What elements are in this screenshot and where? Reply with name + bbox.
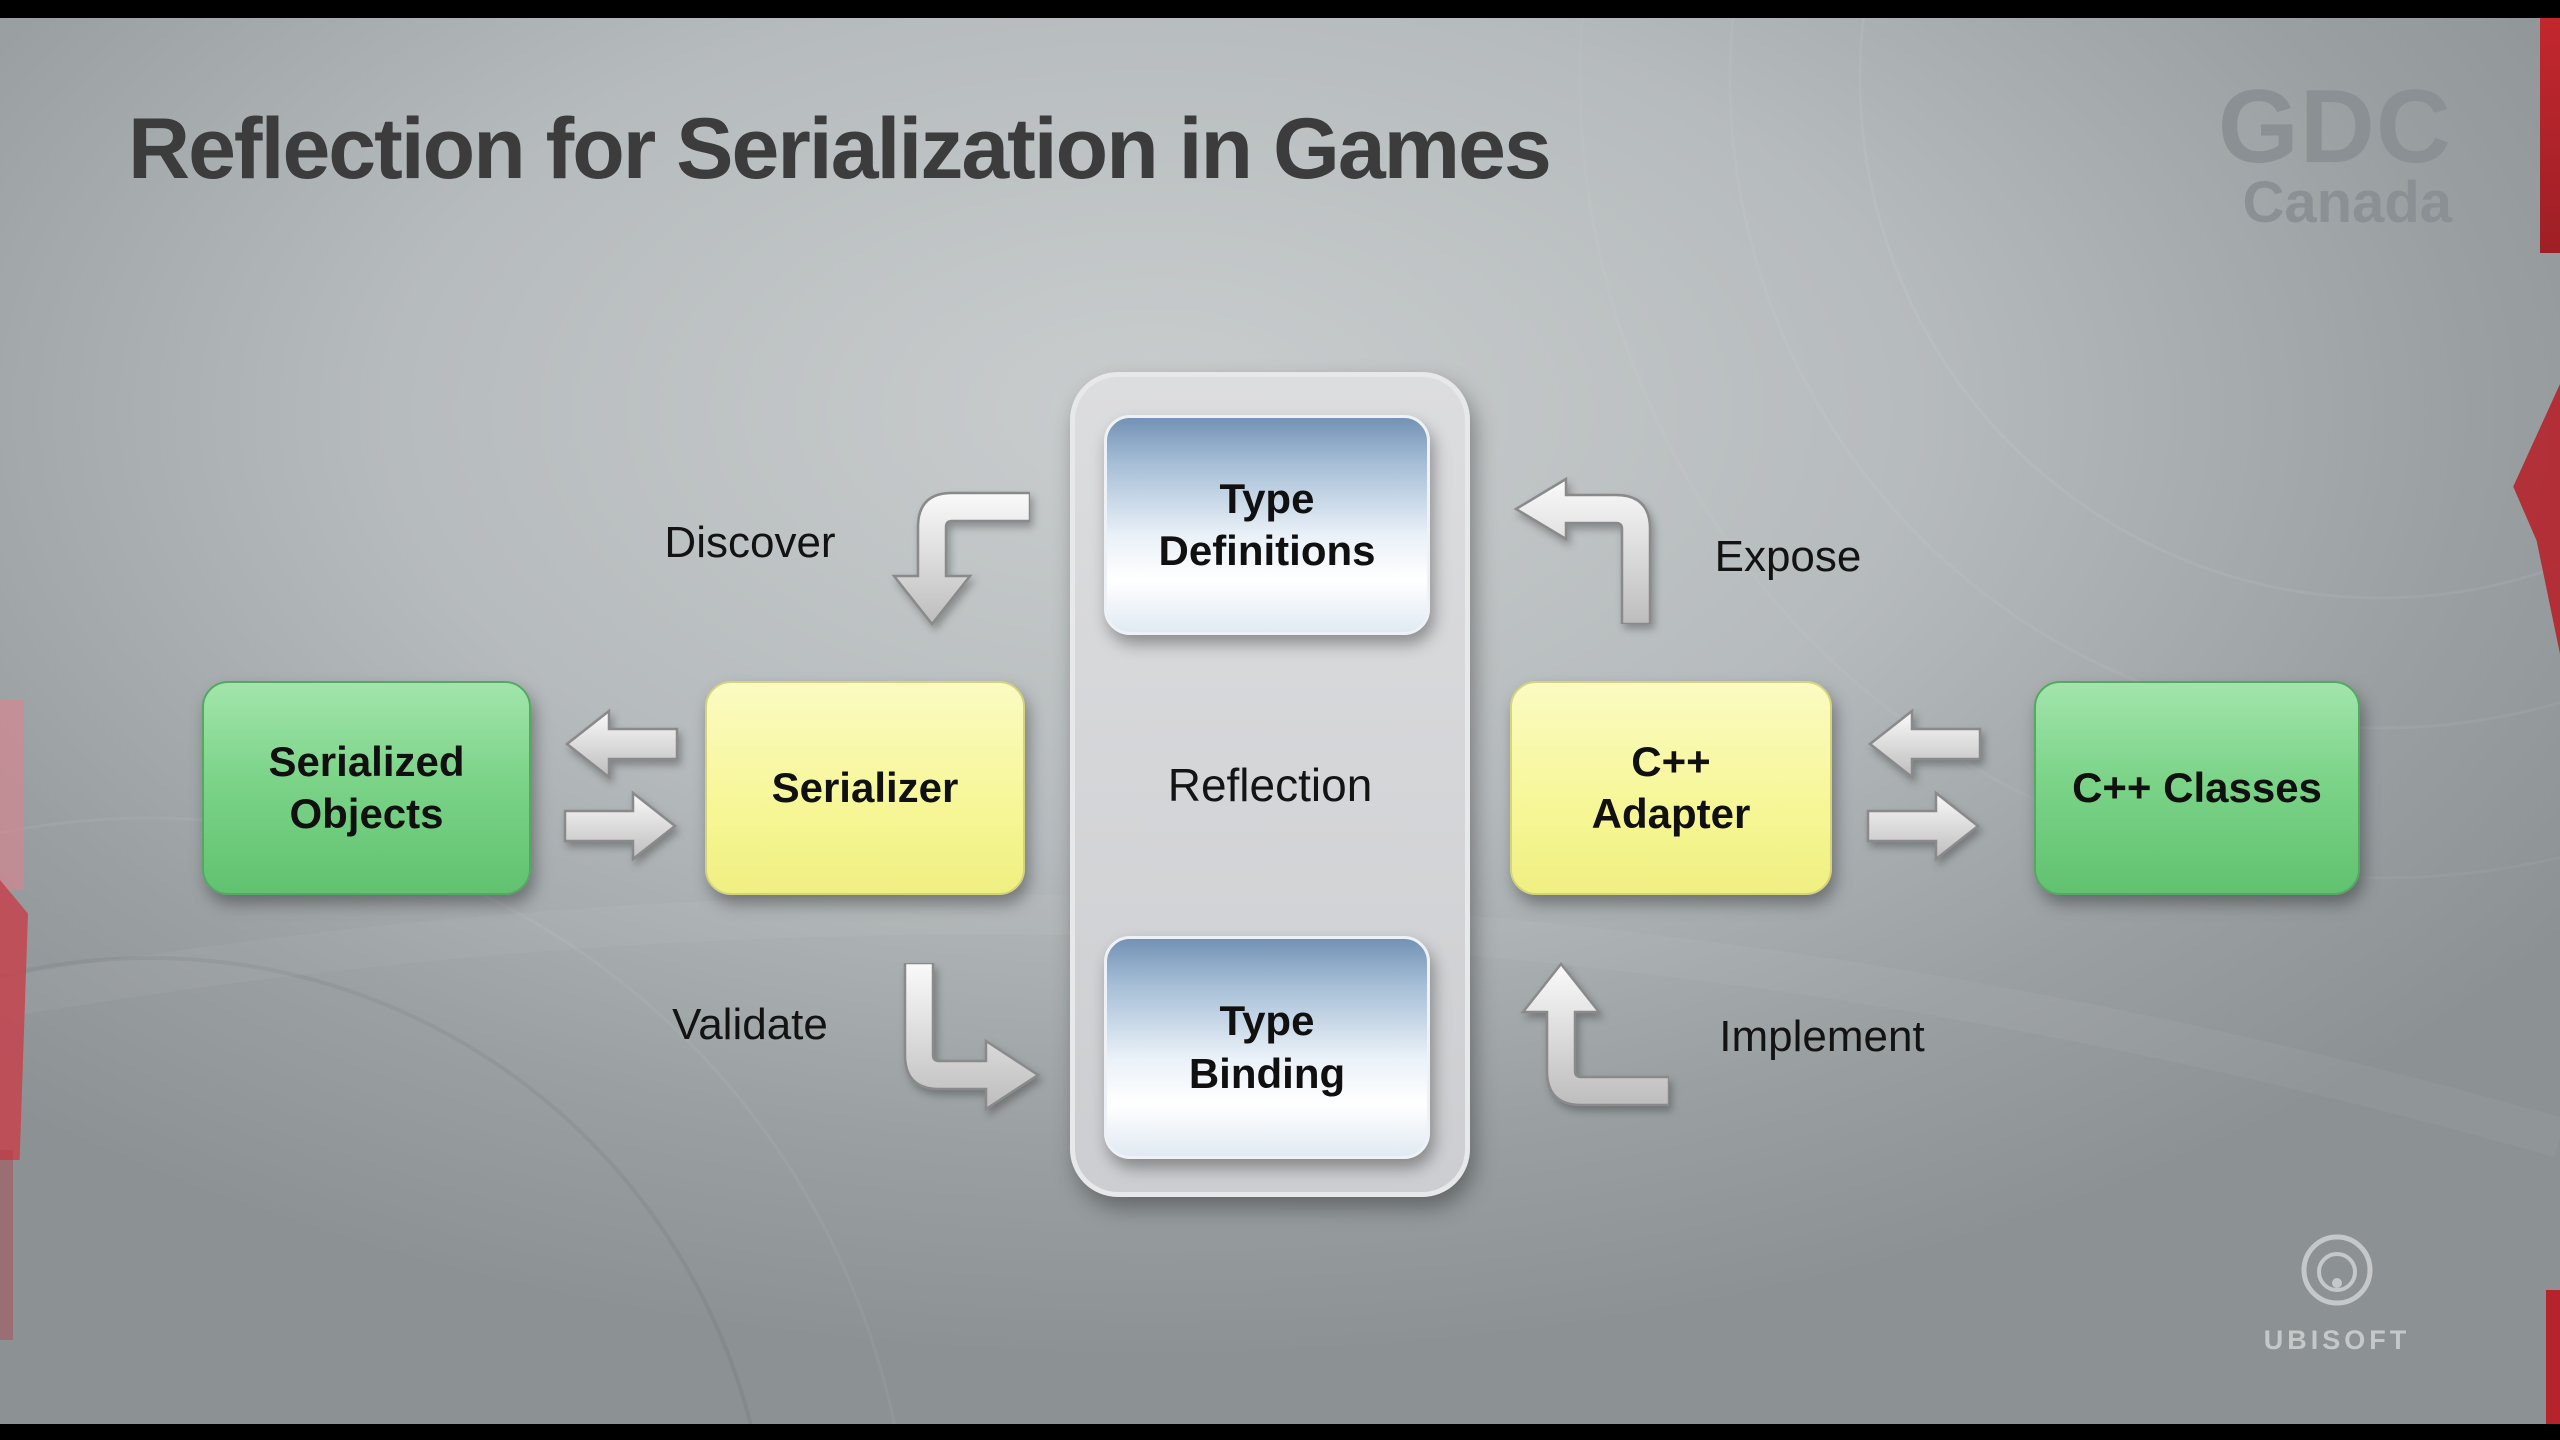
node-serialized-objects-label: Serialized Objects [268,737,465,838]
ubisoft-swirl-icon [2301,1234,2373,1306]
node-type-definitions: Type Definitions [1104,415,1430,635]
bidirectional-arrow-right-icon [1866,708,1982,862]
node-cpp-classes-label: C++ Classes [2072,763,2322,811]
node-cpp-adapter: C++ Adapter [1510,681,1832,895]
gdc-canada-text: Canada [2242,169,2452,235]
expose-label: Expose [1714,532,1862,581]
red-accent-right-top [2540,18,2560,253]
red-accent-left-upper [0,700,24,890]
implement-label: Implement [1719,1012,1925,1061]
node-type-binding: Type Binding [1104,936,1430,1159]
ubisoft-logo: UBISOFT [2262,1228,2412,1356]
validate-arrow-icon [903,963,1041,1112]
gdc-canada-logo: GDC Canada [2217,69,2452,235]
gdc-logo-text: GDC [2217,69,2452,185]
node-serializer: Serializer [705,681,1025,895]
node-serializer-label: Serializer [771,763,959,811]
node-cpp-classes: C++ Classes [2034,681,2360,895]
expose-arrow-icon [1513,476,1652,624]
discover-arrow-icon [891,491,1030,627]
node-cpp-adapter-label: C++ Adapter [1591,737,1751,838]
bidirectional-arrow-left-icon [563,708,679,862]
reflection-container-label: Reflection [1167,759,1373,811]
red-accent-right-bottom [2546,1290,2560,1424]
validate-label: Validate [672,1000,828,1049]
implement-arrow-icon [1520,961,1669,1107]
node-serialized-objects: Serialized Objects [202,681,531,895]
ubisoft-logo-text: UBISOFT [2263,1325,2411,1355]
node-type-binding-label: Type Binding [1188,997,1346,1097]
node-type-definitions-label: Type Definitions [1158,474,1376,575]
red-accent-left-lower [0,1150,13,1340]
discover-label: Discover [664,518,836,567]
slide-title: Reflection for Serialization in Games [128,101,1552,197]
